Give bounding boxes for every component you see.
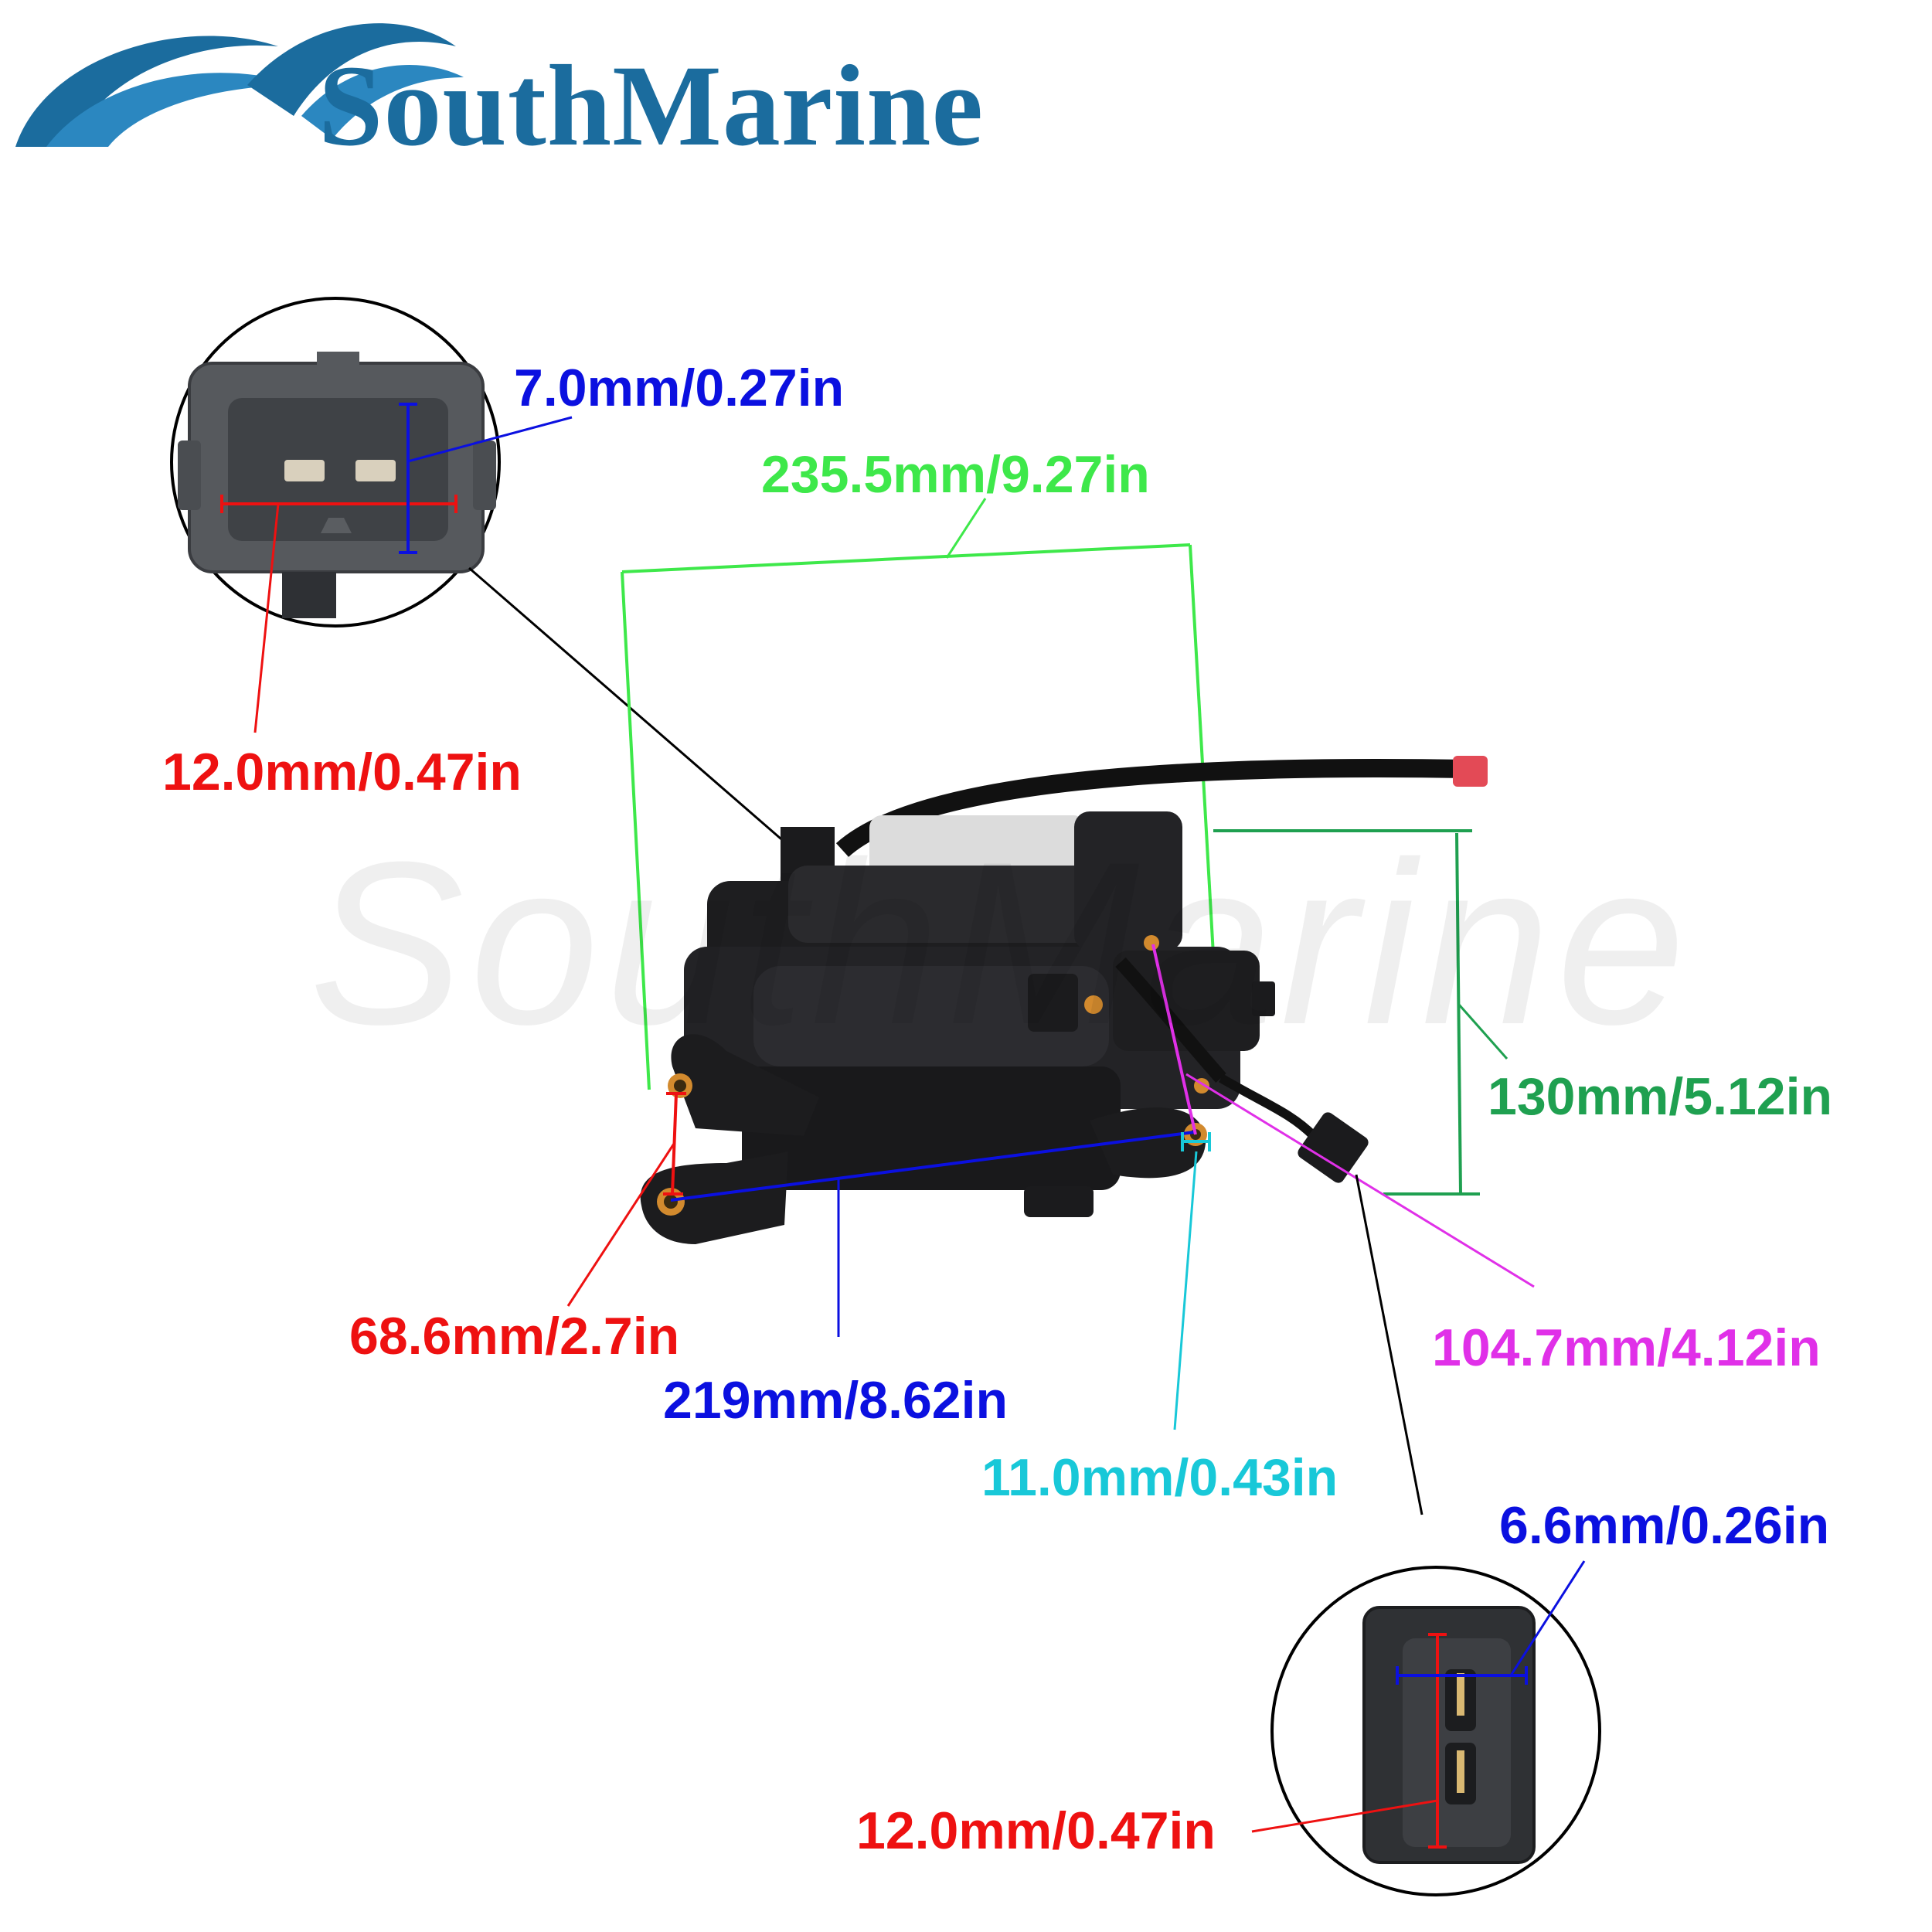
connector-1-zoom bbox=[170, 297, 501, 628]
connector-2-zoom bbox=[1270, 1566, 1601, 1896]
dim-mount-spacing-short: 68.6mm/2.7in bbox=[349, 1307, 680, 1366]
brand-name: SouthMarine bbox=[318, 42, 985, 170]
dim-mount-spacing-long: 219mm/8.62in bbox=[663, 1371, 1009, 1430]
wave-logo-icon bbox=[15, 23, 464, 147]
dim-mount-hole: 11.0mm/0.43in bbox=[981, 1448, 1338, 1507]
dim-connector1-width: 7.0mm/0.27in bbox=[514, 359, 845, 417]
watermark: SouthMarine bbox=[309, 813, 1692, 1073]
dim-connector1-height: 12.0mm/0.47in bbox=[162, 743, 522, 801]
dim-overall-length: 235.5mm/9.27in bbox=[761, 445, 1150, 504]
dim-height: 130mm/5.12in bbox=[1488, 1067, 1833, 1126]
dim-connector2-width: 6.6mm/0.26in bbox=[1499, 1496, 1830, 1555]
dim-diagonal: 104.7mm/4.12in bbox=[1432, 1318, 1821, 1377]
fuel-pump-module bbox=[640, 756, 1488, 1244]
dim-connector2-height: 12.0mm/0.47in bbox=[856, 1801, 1216, 1860]
